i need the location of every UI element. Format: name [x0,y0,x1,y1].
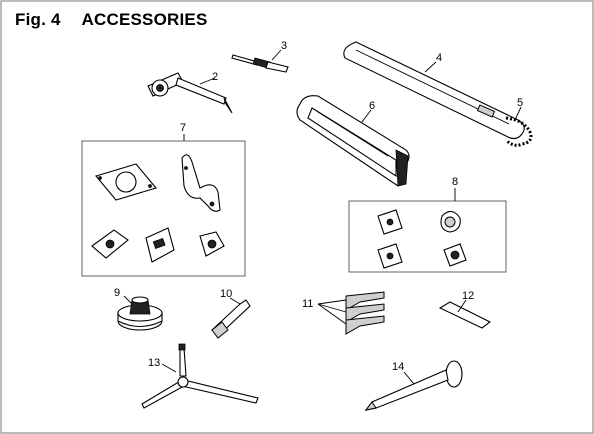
part-combination-wrench [147,72,233,114]
callout-14: 14 [392,361,404,373]
part-depth-gauges [317,291,385,335]
callout-11: 11 [302,298,313,310]
callout-3: 3 [281,40,287,52]
carburetor-gasket-box [348,200,507,273]
figure-title: Fig. 4 ACCESSORIES [15,10,207,30]
part-bar-cover [296,95,410,187]
gasket-set-box [81,140,246,277]
callout-5: 5 [517,97,523,109]
callout-7: 7 [180,122,186,134]
callout-12: 12 [462,290,474,302]
callout-9: 9 [114,287,120,299]
part-gasket-set [91,154,225,263]
part-carburetor-gaskets [377,209,467,269]
figure-heading: ACCESSORIES [81,10,208,29]
callout-10: 10 [220,288,232,300]
callout-13: 13 [148,357,160,369]
part-guide-bar [343,41,525,140]
part-y-wrench [141,343,259,409]
part-file-holder [211,297,251,339]
figure-number: Fig. 4 [15,10,61,29]
part-pin [364,360,463,411]
part-saw-chain [504,106,533,147]
part-clutch-tool [117,295,163,331]
callout-4: 4 [436,52,442,64]
part-flat-file [438,299,492,329]
callout-2: 2 [212,71,218,83]
callout-8: 8 [452,176,458,188]
callout-6: 6 [369,100,375,112]
part-screwdriver [231,49,289,73]
